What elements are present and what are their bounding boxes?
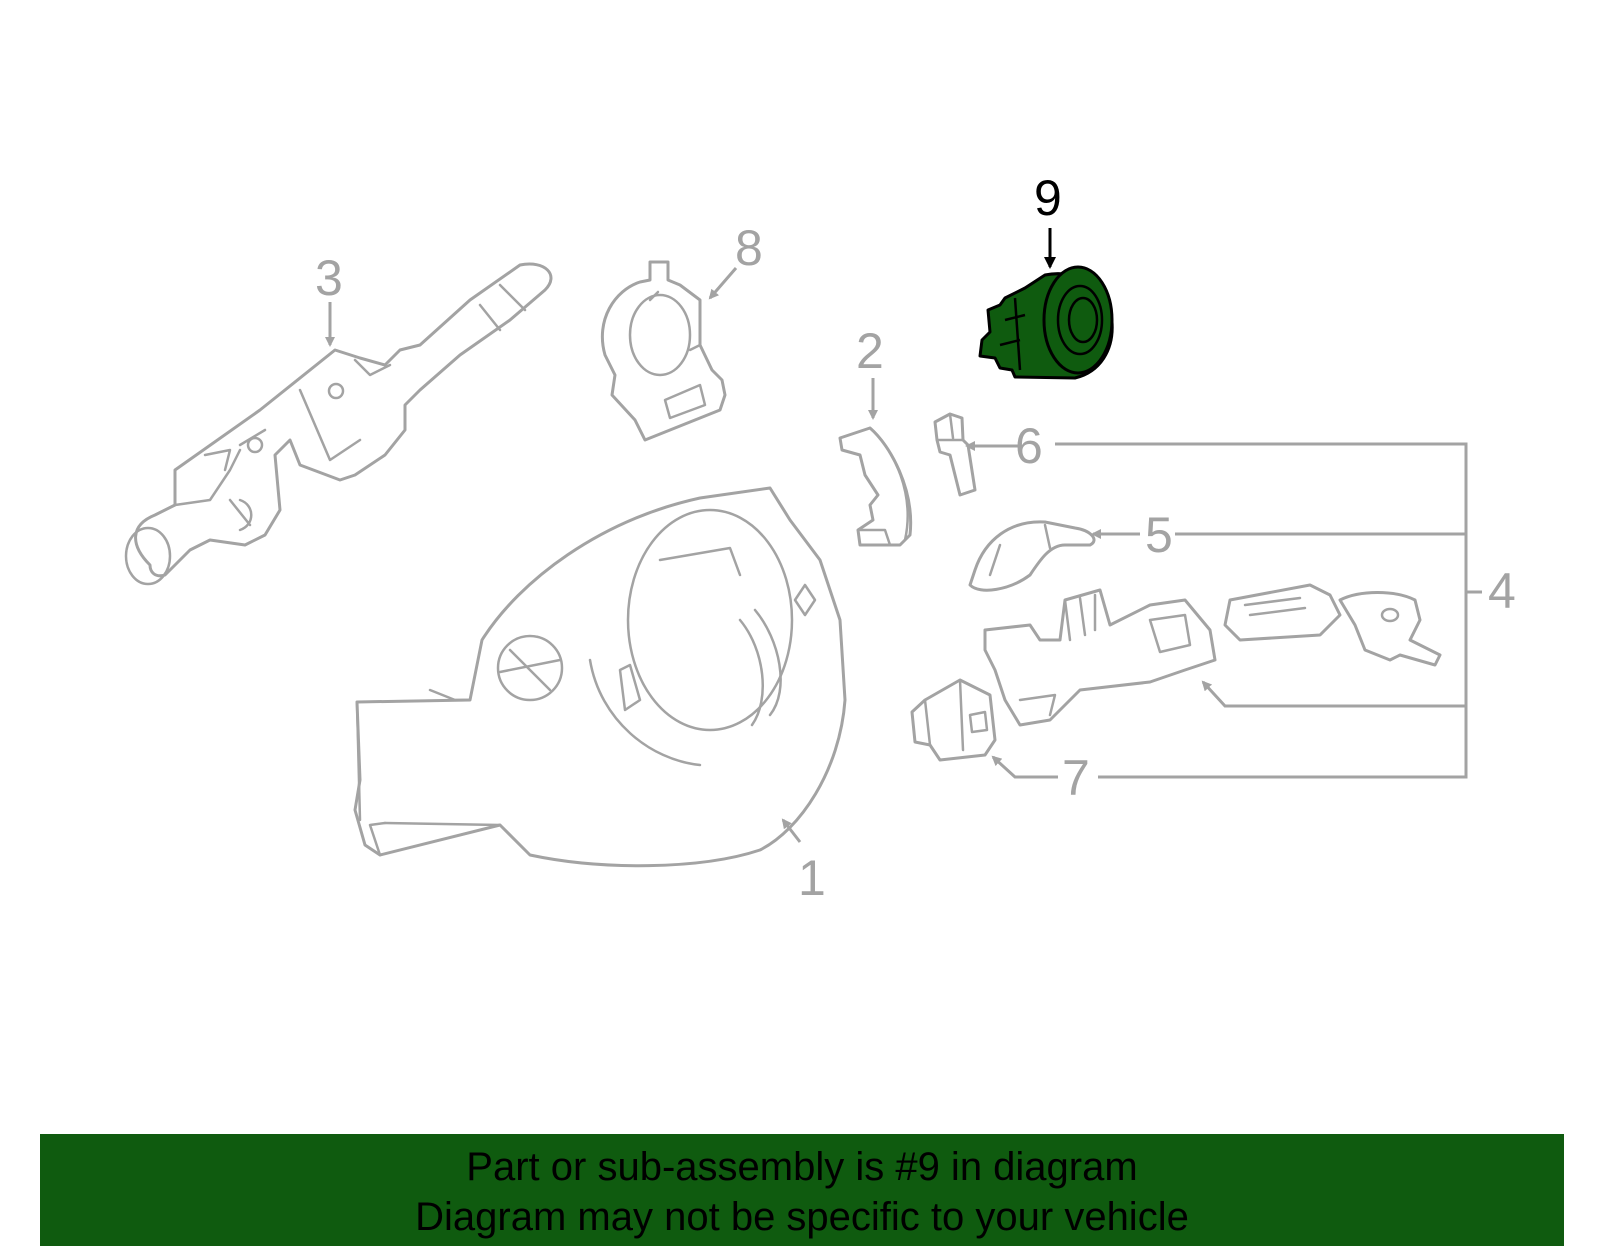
part-9-highlighted: [978, 265, 1114, 380]
callout-8: 8: [735, 220, 763, 276]
info-banner: Part or sub-assembly is #9 in diagram Di…: [40, 1134, 1564, 1246]
callout-4: 4: [1488, 563, 1516, 619]
callout-1: 1: [798, 850, 826, 906]
part-8-spiral-cable: [600, 260, 727, 442]
banner-line-1: Part or sub-assembly is #9 in diagram: [466, 1145, 1138, 1189]
callout-6: 6: [1015, 418, 1043, 474]
leader-lines: [325, 228, 1482, 843]
part-7-connector: [910, 678, 997, 762]
callout-2: 2: [856, 323, 884, 379]
part-2-bracket: [838, 426, 913, 547]
part-4-lock-assembly: [983, 583, 1442, 727]
part-5-retainer: [968, 520, 1096, 592]
callout-9: 9: [1034, 170, 1062, 226]
banner-line-2: Diagram may not be specific to your vehi…: [415, 1195, 1189, 1239]
callout-7: 7: [1062, 750, 1090, 806]
callout-3: 3: [315, 250, 343, 306]
part-1-column-cover: [353, 486, 847, 868]
callout-5: 5: [1145, 507, 1173, 563]
part-6-bolt: [933, 412, 977, 497]
part-3-combination-switch: [124, 262, 553, 586]
